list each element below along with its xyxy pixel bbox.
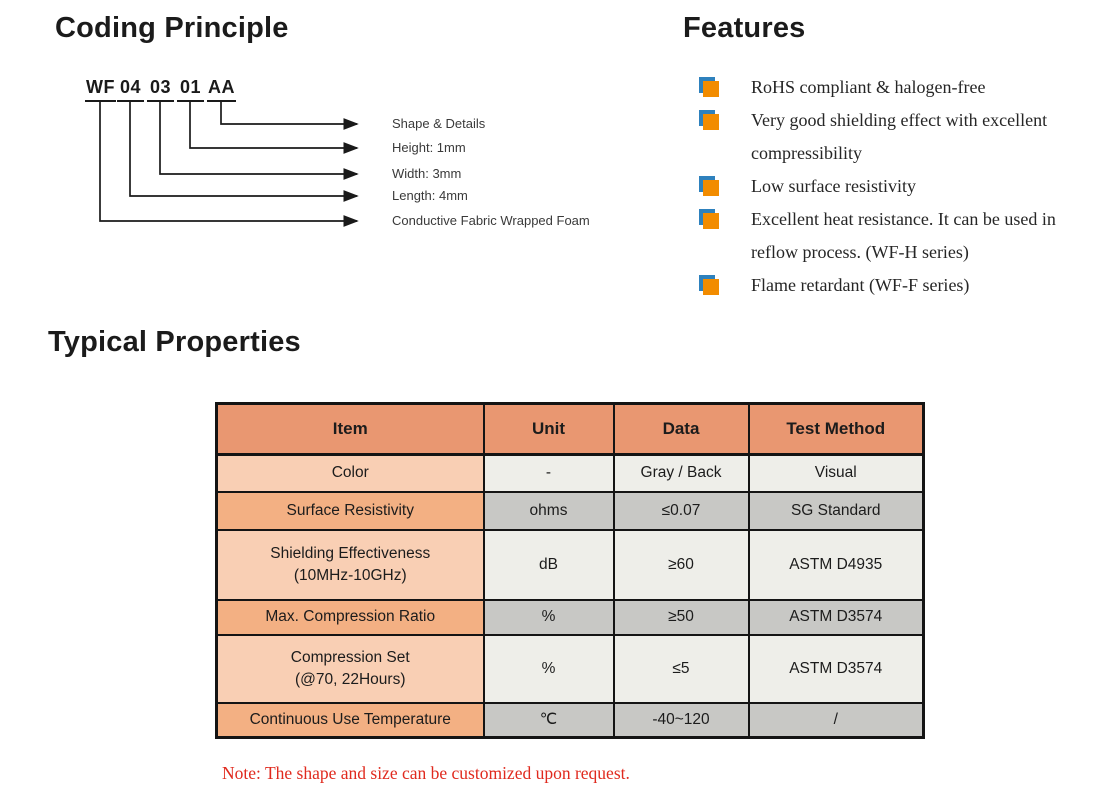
square-bullet-icon	[699, 110, 720, 131]
cell-unit: %	[482, 598, 615, 636]
square-bullet-icon	[699, 209, 720, 230]
feature-item: Very good shielding effect with excellen…	[699, 104, 1089, 170]
code-segment-shape: AA	[207, 77, 236, 102]
square-bullet-icon	[699, 275, 720, 296]
cell-data: ≥60	[612, 528, 750, 601]
cell-data: ≤5	[612, 633, 750, 704]
diagram-label-height: Height: 1mm	[392, 140, 466, 155]
feature-text: RoHS compliant & halogen-free	[751, 77, 986, 97]
table-row: Color - Gray / Back Visual	[215, 453, 925, 493]
feature-item: Flame retardant (WF-F series)	[699, 269, 1089, 302]
column-header-item: Item	[215, 402, 485, 456]
column-header-test-method: Test Method	[747, 402, 925, 456]
square-bullet-icon	[699, 77, 720, 98]
coding-principle-title: Coding Principle	[55, 12, 289, 44]
cell-data: -40~120	[612, 701, 750, 739]
cell-test-method: ASTM D4935	[747, 528, 925, 601]
code-segment-width: 03	[147, 77, 174, 102]
cell-data: Gray / Back	[612, 453, 750, 493]
cell-unit: ohms	[482, 490, 615, 531]
cell-unit: ℃	[482, 701, 615, 739]
typical-properties-table: Item Unit Data Test Method Color - Gray …	[215, 402, 925, 739]
cell-unit: %	[482, 633, 615, 704]
feature-item: Low surface resistivity	[699, 170, 1089, 203]
table-row: Continuous Use Temperature ℃ -40~120 /	[215, 701, 925, 739]
table-header-row: Item Unit Data Test Method	[215, 402, 925, 456]
table-row: Max. Compression Ratio % ≥50 ASTM D3574	[215, 598, 925, 636]
code-segment-length: 04	[117, 77, 144, 102]
cell-item: Compression Set (@70, 22Hours)	[215, 633, 485, 704]
cell-test-method: SG Standard	[747, 490, 925, 531]
cell-data: ≤0.07	[612, 490, 750, 531]
cell-item: Surface Resistivity	[215, 490, 485, 531]
feature-text: Low surface resistivity	[751, 176, 916, 196]
column-header-data: Data	[612, 402, 750, 456]
cell-test-method: /	[747, 701, 925, 739]
features-list: RoHS compliant & halogen-free Very good …	[699, 71, 1089, 302]
customization-note: Note: The shape and size can be customiz…	[222, 763, 630, 783]
feature-text: Very good shielding effect with excellen…	[751, 110, 1048, 163]
feature-item: RoHS compliant & halogen-free	[699, 71, 1089, 104]
square-bullet-icon	[699, 176, 720, 197]
diagram-label-length: Length: 4mm	[392, 188, 468, 203]
feature-text: Excellent heat resistance. It can be use…	[751, 209, 1056, 262]
cell-data: ≥50	[612, 598, 750, 636]
cell-test-method: Visual	[747, 453, 925, 493]
cell-test-method: ASTM D3574	[747, 633, 925, 704]
table-row: Surface Resistivity ohms ≤0.07 SG Standa…	[215, 490, 925, 531]
coding-diagram-lines	[99, 102, 359, 227]
diagram-label-shape: Shape & Details	[392, 116, 486, 131]
cell-item: Color	[215, 453, 485, 493]
cell-item: Shielding Effectiveness (10MHz-10GHz)	[215, 528, 485, 601]
cell-unit: dB	[482, 528, 615, 601]
code-segment-wf: WF	[85, 77, 116, 102]
cell-test-method: ASTM D3574	[747, 598, 925, 636]
feature-item: Excellent heat resistance. It can be use…	[699, 203, 1089, 269]
table-row: Shielding Effectiveness (10MHz-10GHz) dB…	[215, 528, 925, 601]
cell-item: Continuous Use Temperature	[215, 701, 485, 739]
typical-properties-title: Typical Properties	[48, 326, 301, 358]
code-segment-height: 01	[177, 77, 204, 102]
diagram-label-width: Width: 3mm	[392, 166, 462, 181]
feature-text: Flame retardant (WF-F series)	[751, 275, 970, 295]
column-header-unit: Unit	[482, 402, 615, 456]
cell-item: Max. Compression Ratio	[215, 598, 485, 636]
diagram-label-material: Conductive Fabric Wrapped Foam	[392, 213, 590, 228]
table-row: Compression Set (@70, 22Hours) % ≤5 ASTM…	[215, 633, 925, 704]
cell-unit: -	[482, 453, 615, 493]
features-title: Features	[683, 12, 806, 44]
